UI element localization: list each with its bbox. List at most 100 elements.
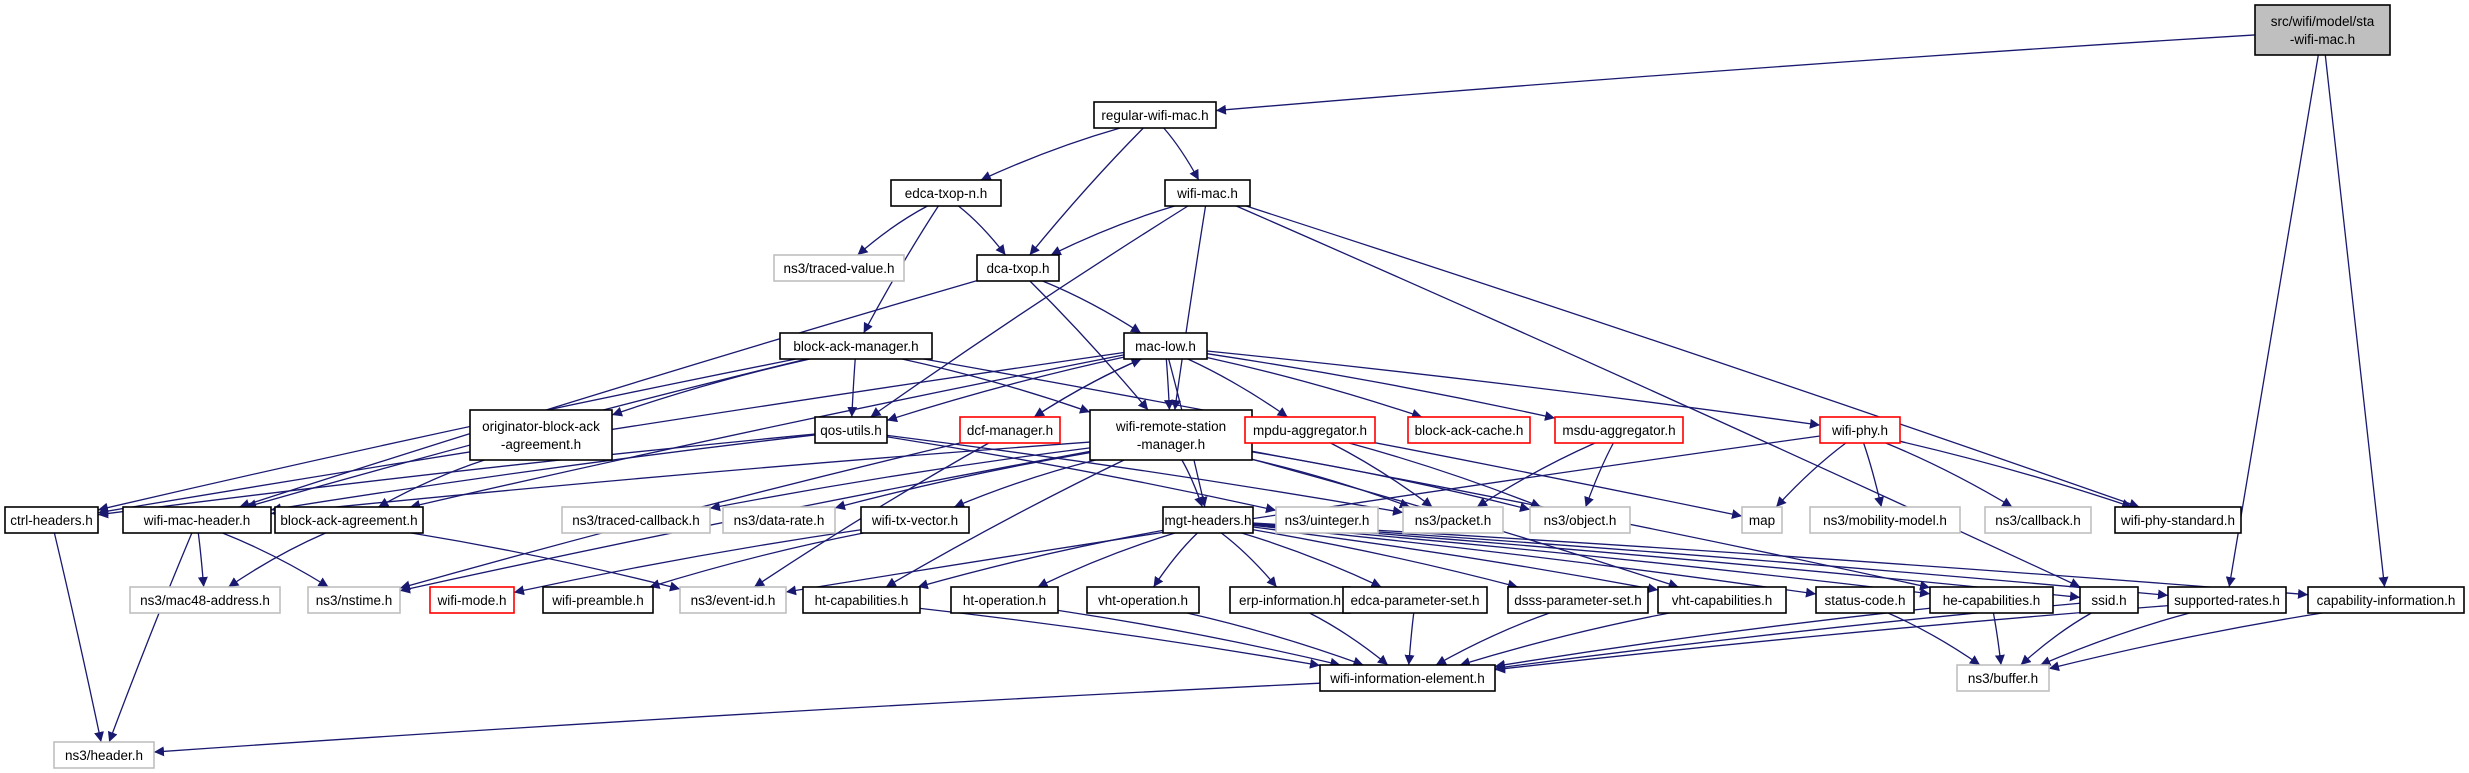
node-baa[interactable]: block-ack-agreement.h — [274, 506, 424, 534]
node-wie[interactable]: wifi-information-element.h — [1319, 664, 1496, 692]
node-hecap[interactable]: he-capabilities.h — [1929, 586, 2054, 614]
node-ctrl[interactable]: ctrl-headers.h — [4, 506, 99, 534]
edge-vhtcap-to-wie — [1459, 612, 1670, 667]
edge-dca-to-wrsm — [1029, 280, 1149, 411]
node-label: ns3/header.h — [65, 748, 143, 763]
node-mobility[interactable]: ns3/mobility-model.h — [1809, 506, 1961, 534]
node-dcf[interactable]: dcf-manager.h — [959, 416, 1061, 444]
node-map[interactable]: map — [1741, 506, 1783, 534]
edge-wmh-to-header — [107, 532, 193, 743]
node-bac[interactable]: block-ack-cache.h — [1407, 416, 1531, 444]
edge-wifimac-to-dca — [1050, 205, 1175, 256]
node-tcb[interactable]: ns3/traced-callback.h — [561, 506, 711, 534]
node-oba[interactable]: originator-block-ack-agreement.h — [469, 409, 613, 461]
node-mgt[interactable]: mgt-headers.h — [1162, 506, 1254, 534]
node-status[interactable]: status-code.h — [1815, 586, 1915, 614]
node-suprates[interactable]: supported-rates.h — [2167, 586, 2287, 614]
node-edcaps[interactable]: edca-parameter-set.h — [1342, 586, 1488, 614]
node-box — [129, 586, 281, 614]
node-label: map — [1749, 513, 1775, 528]
node-htcap[interactable]: ht-capabilities.h — [802, 586, 921, 614]
node-tracedval[interactable]: ns3/traced-value.h — [773, 254, 905, 282]
edge-dcf-to-maclow — [1033, 358, 1142, 418]
edge-oba-to-baa — [378, 459, 485, 508]
node-box — [1554, 416, 1684, 444]
node-label: ns3/buffer.h — [1968, 671, 2038, 686]
node-erp[interactable]: erp-information.h — [1229, 586, 1351, 614]
node-dca[interactable]: dca-txop.h — [976, 254, 1060, 282]
node-layer: src/wifi/model/sta-wifi-mac.h regular-wif… — [4, 4, 2465, 769]
edge-maclow-to-mpdu — [1187, 358, 1289, 418]
node-wtv[interactable]: wifi-tx-vector.h — [860, 506, 970, 534]
node-vhtcap[interactable]: vht-capabilities.h — [1657, 586, 1787, 614]
node-box — [1229, 586, 1351, 614]
edge-mgt-to-vhtcap — [1252, 526, 1659, 594]
node-label: edca-parameter-set.h — [1350, 593, 1479, 608]
node-wmh[interactable]: wifi-mac-header.h — [122, 506, 272, 534]
node-box — [1086, 586, 1200, 614]
edge-wifimac-to-qos — [870, 205, 1189, 418]
node-label: ns3/uinteger.h — [1285, 513, 1370, 528]
edge-sta-to-regular — [1215, 34, 2256, 115]
node-label: wifi-mac.h — [1176, 186, 1238, 201]
node-vhtop[interactable]: vht-operation.h — [1086, 586, 1200, 614]
edge-mpdu-to-object — [1348, 442, 1542, 508]
edge-qos-to-ctrl — [97, 433, 816, 519]
edge-erp-to-wie — [1309, 612, 1389, 666]
edge-wrsm-to-wtv — [953, 459, 1096, 508]
node-edca[interactable]: edca-txop-n.h — [890, 179, 1002, 207]
node-buffer[interactable]: ns3/buffer.h — [1956, 664, 2050, 692]
node-drate[interactable]: ns3/data-rate.h — [722, 506, 836, 534]
edge-mpdu-to-packet — [1330, 442, 1433, 508]
node-label: wifi-tx-vector.h — [871, 513, 958, 528]
node-sta[interactable]: src/wifi/model/sta-wifi-mac.h — [2254, 4, 2391, 56]
node-box — [2254, 4, 2391, 56]
node-box — [1342, 586, 1488, 614]
node-label: vht-operation.h — [1098, 593, 1188, 608]
node-mpdu[interactable]: mpdu-aggregator.h — [1244, 416, 1376, 444]
edge-baa-to-eventid — [411, 532, 681, 592]
node-uint[interactable]: ns3/uinteger.h — [1275, 506, 1379, 534]
node-label: qos-utils.h — [820, 423, 882, 438]
node-wpre[interactable]: wifi-preamble.h — [542, 586, 654, 614]
node-ssid[interactable]: ssid.h — [2079, 586, 2139, 614]
edge-hecap-to-buffer — [1992, 612, 2005, 666]
edge-wrsm-to-mgt — [1181, 459, 1204, 508]
node-mac48[interactable]: ns3/mac48-address.h — [129, 586, 281, 614]
node-wphy[interactable]: wifi-phy.h — [1819, 416, 1901, 444]
node-bam[interactable]: block-ack-manager.h — [779, 332, 933, 360]
node-box — [860, 506, 970, 534]
node-box — [429, 586, 515, 614]
node-box — [274, 506, 424, 534]
node-box — [122, 506, 272, 534]
node-box — [1929, 586, 2054, 614]
node-callback[interactable]: ns3/callback.h — [1984, 506, 2092, 534]
node-label: ns3/traced-callback.h — [572, 513, 700, 528]
node-msdu[interactable]: msdu-aggregator.h — [1554, 416, 1684, 444]
node-regular[interactable]: regular-wifi-mac.h — [1093, 101, 1217, 129]
node-box — [1319, 664, 1496, 692]
node-dsss[interactable]: dsss-parameter-set.h — [1507, 586, 1649, 614]
node-wifimac[interactable]: wifi-mac.h — [1164, 179, 1251, 207]
edge-wphy-to-callback — [1885, 442, 2013, 508]
node-header[interactable]: ns3/header.h — [53, 741, 155, 769]
node-wps[interactable]: wifi-phy-standard.h — [2114, 506, 2242, 534]
node-box — [561, 506, 711, 534]
node-box — [1244, 416, 1376, 444]
node-packet[interactable]: ns3/packet.h — [1402, 506, 1504, 534]
node-box — [1123, 332, 1208, 360]
node-object[interactable]: ns3/object.h — [1529, 506, 1631, 534]
node-wmode[interactable]: wifi-mode.h — [429, 586, 515, 614]
node-nstime[interactable]: ns3/nstime.h — [307, 586, 401, 614]
node-eventid[interactable]: ns3/event-id.h — [679, 586, 787, 614]
node-box — [469, 409, 613, 461]
edge-ssid-to-buffer — [2020, 612, 2092, 666]
node-htop[interactable]: ht-operation.h — [950, 586, 1059, 614]
node-wrsm[interactable]: wifi-remote-station-manager.h — [1089, 409, 1253, 461]
node-label: ns3/object.h — [1544, 513, 1617, 528]
node-qos[interactable]: qos-utils.h — [814, 416, 888, 444]
node-capinfo[interactable]: capability-information.h — [2307, 586, 2465, 614]
node-label: ns3/packet.h — [1415, 513, 1492, 528]
edge-wie-to-header — [153, 682, 1321, 757]
node-maclow[interactable]: mac-low.h — [1123, 332, 1208, 360]
